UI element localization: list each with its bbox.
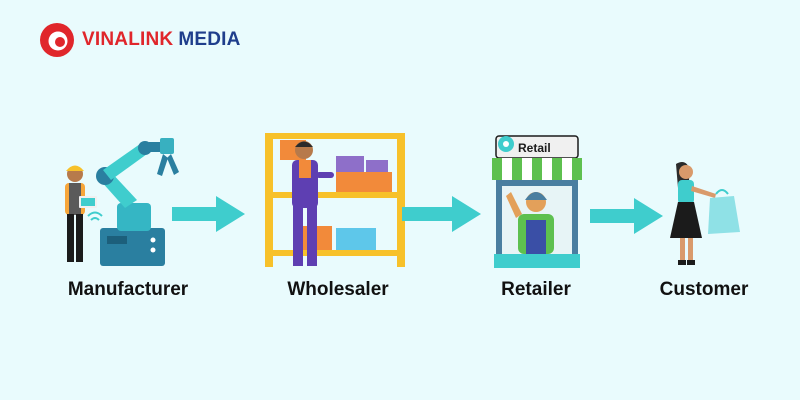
brand-name-part1: VINALINK: [82, 29, 174, 50]
retail-sign-text: Retail: [518, 141, 551, 155]
arrow-manufacturer-to-wholesaler: [172, 196, 245, 232]
retail-shop-icon: Retail: [492, 135, 582, 268]
arrow-retailer-to-customer: [590, 198, 663, 234]
robot-arm-factory-icon: [65, 138, 179, 266]
shopping-woman-icon: [670, 162, 740, 265]
stage-label-retailer: Retailer: [501, 279, 571, 300]
arrow-wholesaler-to-retailer: [402, 196, 481, 232]
warehouse-shelves-icon: [265, 133, 405, 267]
stage-label-wholesaler: Wholesaler: [287, 279, 389, 300]
stage-label-customer: Customer: [659, 279, 749, 300]
brand-logo-icon: [40, 23, 74, 57]
stage-label-manufacturer: Manufacturer: [67, 279, 189, 300]
brand-name-part2: MEDIA: [178, 29, 241, 50]
